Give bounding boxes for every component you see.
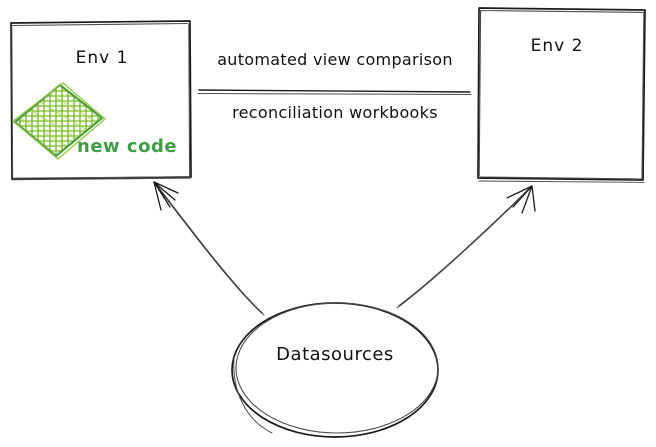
automated-view-comparison-label: automated view comparison xyxy=(217,50,453,69)
node-env-1[interactable] xyxy=(10,20,192,181)
new-code-highlight-scribble xyxy=(11,82,107,160)
datasources-label: Datasources xyxy=(276,344,394,365)
edge-datasources-to-env-1 xyxy=(153,181,265,316)
edge-datasources-to-env-2 xyxy=(396,185,536,309)
node-env-2[interactable] xyxy=(477,7,646,183)
env-1-label: Env 1 xyxy=(75,48,129,68)
middle-divider xyxy=(197,89,472,95)
reconciliation-workbooks-label: reconciliation workbooks xyxy=(232,103,438,122)
env-2-label: Env 2 xyxy=(530,36,584,56)
node-datasources[interactable] xyxy=(231,302,439,438)
new-code-label: new code xyxy=(77,136,178,157)
